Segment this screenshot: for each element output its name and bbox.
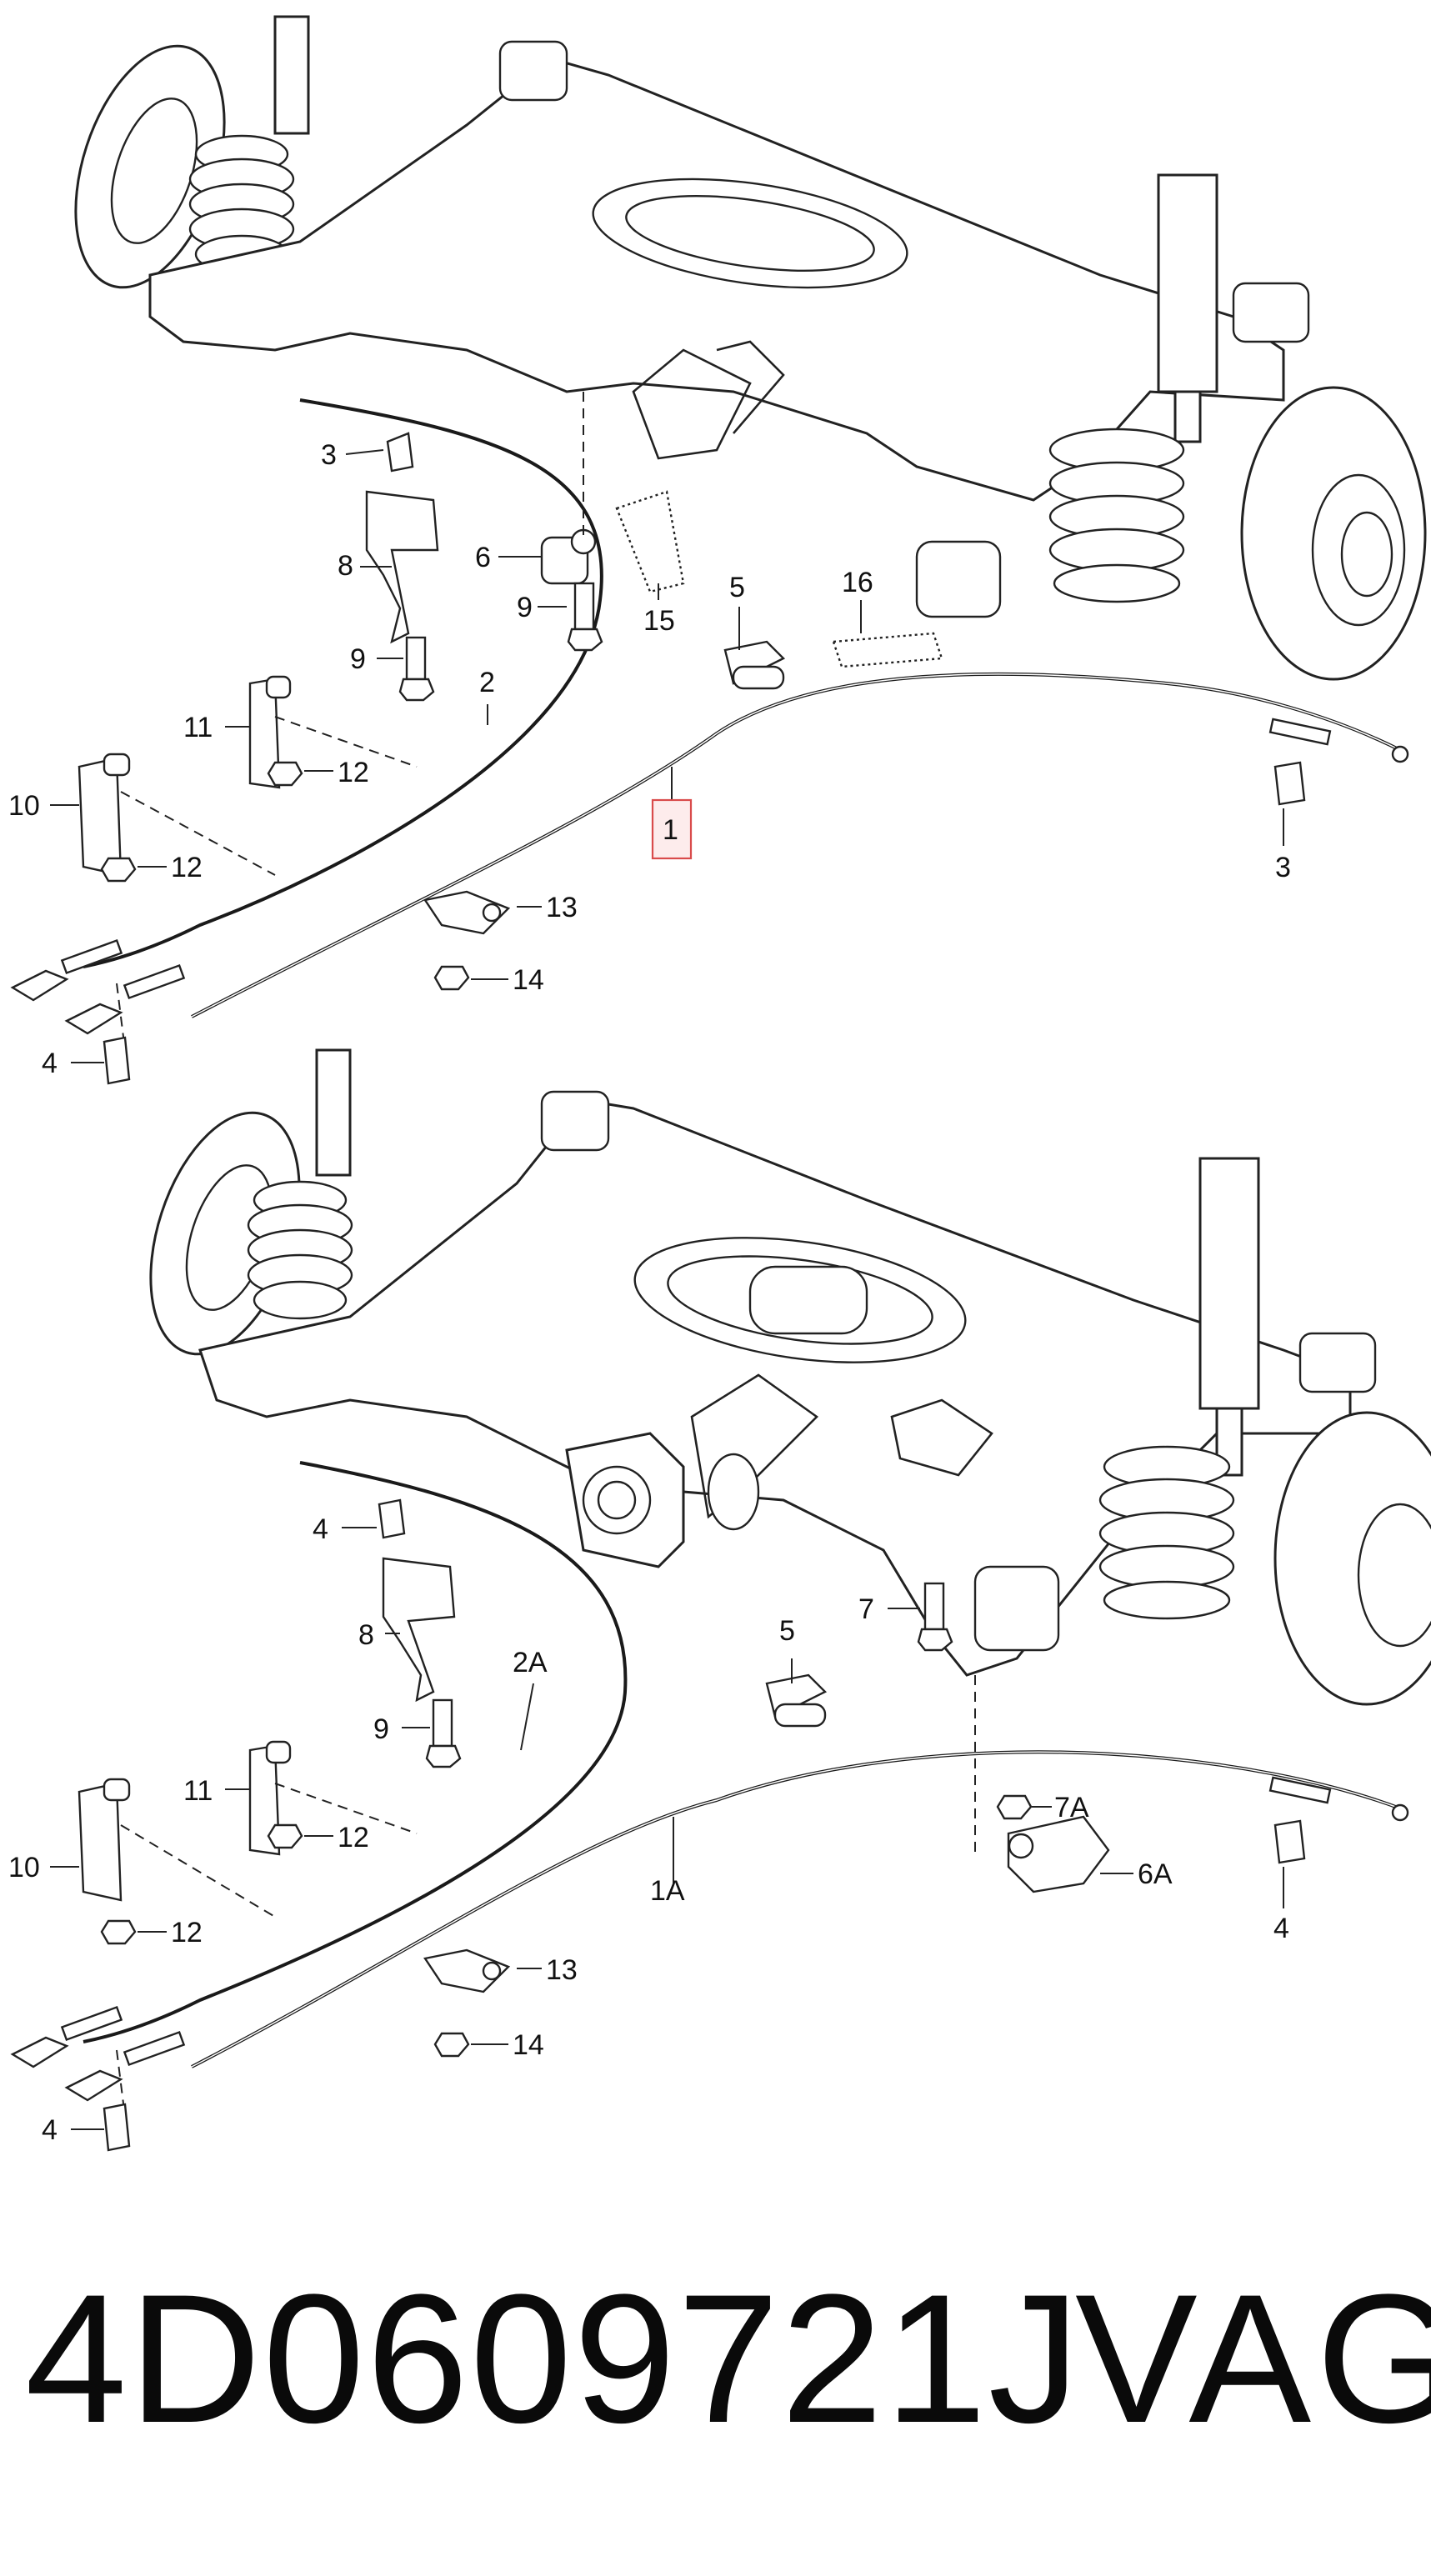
callout-1-highlighted: 1 (651, 798, 693, 860)
clip-11-lower (248, 1740, 292, 1856)
callout-14-upper: 14 (513, 964, 544, 996)
nut-14-lower (433, 2032, 470, 2058)
cable-end-left2-lower (64, 2030, 186, 2102)
callout-5-upper: 5 (729, 572, 745, 603)
right-shock-absorber-lower (973, 1157, 1260, 1652)
right-wheel-hub-lower (1273, 1411, 1431, 1706)
callout-3-upper-left: 3 (321, 439, 337, 471)
cable-2a (83, 1461, 628, 2043)
callout-5-lower: 5 (779, 1615, 795, 1647)
nut-12-b-upper (100, 857, 137, 883)
clip-4-c-lower (103, 2103, 131, 2152)
nut-7a-lower (996, 1794, 1033, 1820)
clip-4-b-lower (1273, 1819, 1306, 1864)
upper-assembly: 3 8 6 9 9 15 5 16 2 1 11 12 10 12 13 14 … (8, 15, 1427, 1085)
callout-9-upper-b: 9 (350, 643, 366, 675)
clip-3-a-upper (386, 432, 414, 473)
brand-name: VAG (1075, 2256, 1431, 2461)
clip-10-upper (78, 753, 131, 877)
nut-14-upper (433, 965, 470, 991)
bracket-13-upper (423, 890, 511, 935)
callout-4-lower-b: 4 (1273, 1913, 1289, 1944)
differential-mount-lower (565, 1373, 993, 1568)
callout-4-lower-c: 4 (42, 2114, 58, 2146)
nut-12-a-lower (267, 1823, 303, 1849)
bolt-9-b-upper (398, 636, 435, 702)
callout-12-upper-b: 12 (171, 852, 203, 883)
nut-12-b-lower (100, 1919, 137, 1945)
callout-12-lower-a: 12 (338, 1822, 369, 1853)
cable-1 (191, 672, 1401, 1018)
callout-7a: 7A (1054, 1792, 1089, 1823)
cable-end-right-upper (1268, 718, 1409, 763)
callout-1a: 1A (650, 1875, 685, 1907)
cable-end-right-lower (1268, 1776, 1409, 1822)
part-caption: 4D0609721J VAG (25, 2250, 1431, 2467)
callout-3-upper-right: 3 (1275, 852, 1291, 883)
clip-3-b-upper (1273, 761, 1306, 806)
callout-9-lower: 9 (373, 1713, 389, 1745)
clip-4-upper (103, 1036, 131, 1085)
bolt-9-lower (425, 1698, 462, 1768)
callout-7-lower: 7 (858, 1593, 874, 1625)
callout-15: 15 (643, 605, 675, 637)
cable-end-left-lower (10, 2005, 123, 2068)
callout-9-upper-a: 9 (517, 592, 533, 623)
pad-15 (615, 490, 685, 593)
clip-10-lower (78, 1778, 131, 1902)
pad-16 (832, 632, 943, 668)
right-wheel-hub-upper (1240, 386, 1427, 681)
callout-2: 2 (479, 667, 495, 698)
callout-14-lower: 14 (513, 2029, 544, 2061)
callout-12-lower-b: 12 (171, 1917, 203, 1948)
callout-13-upper: 13 (546, 892, 578, 923)
clip-4-a-lower (378, 1498, 406, 1539)
bracket-13-lower (423, 1948, 511, 1993)
callout-6-upper: 6 (475, 542, 491, 573)
bracket-8-lower (382, 1557, 456, 1703)
callout-6a: 6A (1138, 1858, 1173, 1890)
callout-8-lower: 8 (358, 1619, 374, 1651)
callout-10-lower: 10 (8, 1852, 40, 1883)
guide-5-upper (723, 640, 786, 690)
clip-11-upper (248, 675, 292, 789)
bracket-8-upper (365, 490, 439, 644)
callout-16: 16 (842, 567, 873, 598)
rear-subframe-upper (148, 40, 1310, 502)
left-coil-spring-lower (247, 1048, 353, 1320)
bolt-9-a-upper (567, 582, 603, 652)
rubber-grommet-6-upper (540, 528, 597, 585)
bolt-7-lower (917, 1582, 953, 1652)
part-number: 4D0609721J (25, 2256, 1082, 2461)
bracket-6a-lower (1007, 1815, 1110, 1893)
callout-8-upper: 8 (338, 550, 353, 582)
left-coil-spring-upper (188, 15, 310, 274)
callout-12-upper-a: 12 (338, 757, 369, 788)
callout-2a: 2A (513, 1647, 548, 1678)
cable-2-upper (83, 398, 603, 968)
cable-end-left2-upper (64, 963, 186, 1035)
callout-11-upper: 11 (183, 712, 213, 743)
callout-11-lower: 11 (183, 1775, 213, 1807)
callout-4-upper: 4 (42, 1048, 58, 1079)
lower-assembly: 4 8 9 2A 5 7 1A 7A 6A 11 12 10 12 13 14 … (8, 1048, 1431, 2152)
guide-5-lower (765, 1673, 828, 1728)
cable-end-left-upper (10, 938, 123, 1002)
right-shock-absorber-upper (915, 173, 1218, 618)
nut-12-a-upper (267, 761, 303, 787)
callout-10-upper: 10 (8, 790, 40, 822)
callout-4-lower-a: 4 (313, 1513, 328, 1545)
callout-13-lower: 13 (546, 1954, 578, 1986)
cable-1a (191, 1750, 1401, 2068)
svg-text:1: 1 (663, 814, 678, 846)
